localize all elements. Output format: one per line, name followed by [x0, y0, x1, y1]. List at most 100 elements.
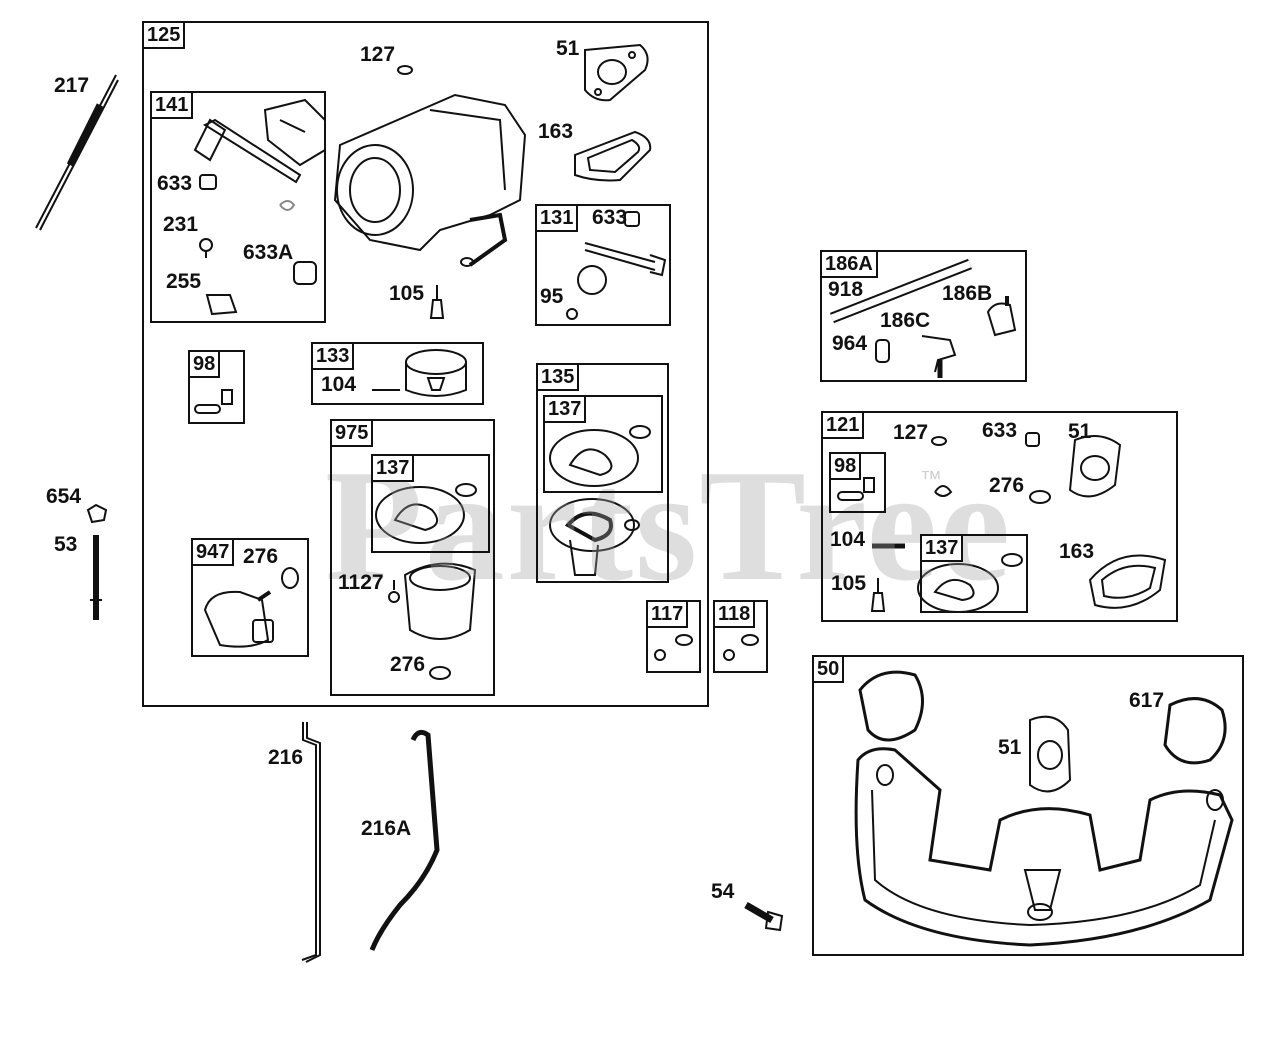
part-label-53: 53: [54, 533, 78, 556]
frame-label: 137: [545, 397, 587, 423]
frame-label: 975: [332, 421, 374, 447]
frame-label: 186A: [822, 252, 878, 278]
part-label-633: 633: [592, 206, 628, 229]
part-label-186C: 186C: [880, 309, 931, 332]
frame-label: 137: [922, 536, 964, 562]
part-label-51: 51: [998, 736, 1022, 759]
carburetor-part: [333, 93, 527, 267]
screw-95-part: [566, 308, 578, 320]
jet-105-part: [429, 285, 445, 319]
frame-975: 975: [330, 419, 495, 696]
gasket-51-part: [584, 43, 649, 102]
part-label-163: 163: [1059, 540, 1095, 563]
part-label-104: 104: [830, 528, 866, 551]
intake-manifold-part: [854, 747, 1234, 947]
part-label-276: 276: [989, 474, 1025, 497]
valve-98-part: [194, 389, 233, 414]
frame-125: 125: [142, 21, 709, 707]
gasket-51-121-part: [1068, 435, 1122, 498]
frame-label: 118: [715, 602, 756, 628]
frame-label: 135: [538, 365, 580, 391]
part-label-633: 633: [157, 172, 193, 195]
part-label-255: 255: [166, 270, 202, 293]
jet-105-121-part: [870, 578, 886, 612]
rod-216A-part: [369, 729, 440, 951]
part-label-654: 654: [46, 485, 82, 508]
part-label-633A: 633A: [243, 241, 294, 264]
screw-231-part: [199, 238, 213, 258]
part-label-217: 217: [54, 74, 90, 97]
part-label-216A: 216A: [361, 817, 412, 840]
gasket-163-part: [574, 130, 652, 182]
watermark-trademark: ™: [920, 466, 942, 491]
frame-117: 117: [646, 600, 701, 673]
rod-216-part: [301, 722, 321, 963]
part-label-1127: 1127: [338, 571, 384, 594]
bushing-633-part: [199, 174, 217, 190]
frame-137-in-135: 137: [543, 395, 663, 493]
frame-label: 121: [823, 413, 865, 439]
frame-186A: 186A: [820, 250, 1027, 382]
frame-label: 137: [373, 456, 415, 482]
valve-98-121-part: [837, 477, 875, 501]
spring-217-part: [35, 74, 119, 231]
washer-276-975-part: [429, 666, 451, 680]
part-label-51: 51: [556, 37, 580, 60]
fitting-186B-part: [986, 296, 1017, 337]
frame-947: 947: [191, 538, 309, 657]
screw-1127-part: [388, 580, 400, 603]
fitting-186C-part: [921, 335, 957, 378]
frame-label: 141: [152, 93, 194, 119]
oring-127-121-part: [931, 436, 947, 446]
frame-137-in-975: 137: [371, 454, 490, 553]
part-label-105: 105: [389, 282, 425, 305]
part-label-127: 127: [360, 43, 396, 66]
oring-127-part: [397, 65, 413, 75]
frame-131: 131: [535, 204, 671, 326]
frame-135: 135: [536, 363, 669, 583]
bushing-633-131-part: [624, 211, 640, 227]
frame-141: 141: [150, 91, 326, 323]
bushing-633-121-part: [1025, 432, 1040, 447]
float-part: [405, 349, 467, 397]
frame-50: 50: [812, 655, 1244, 956]
part-label-231: 231: [163, 213, 199, 236]
spring-121-part: [934, 485, 953, 497]
part-label-186B: 186B: [942, 282, 993, 305]
part-label-276: 276: [390, 653, 426, 676]
part-label-918: 918: [828, 278, 864, 301]
frame-98-in-121: 98: [829, 452, 886, 513]
frame-133: 133: [311, 342, 484, 405]
part-label-104: 104: [321, 373, 357, 396]
gasket-617-right-part: [1163, 697, 1227, 765]
gasket-137-975-part: [375, 483, 477, 544]
part-label-617: 617: [1129, 689, 1165, 712]
part-label-964: 964: [832, 332, 868, 355]
frame-label: 98: [831, 454, 862, 480]
part-label-105: 105: [831, 572, 867, 595]
bolt-54-part: [744, 901, 784, 932]
gasket-617-left-part: [858, 670, 924, 742]
frame-label: 125: [144, 23, 186, 49]
part-label-95: 95: [540, 285, 564, 308]
spring-part: [279, 200, 296, 211]
choke-shaft-part: [584, 242, 667, 277]
frame-label: 133: [313, 344, 355, 370]
part-label-276: 276: [243, 545, 279, 568]
part-label-51: 51: [1068, 420, 1092, 443]
tube-964-part: [875, 339, 890, 363]
part-label-633: 633: [982, 419, 1018, 442]
gasket-163-121-part: [1088, 554, 1167, 609]
part-label-216: 216: [268, 746, 304, 769]
frame-label: 117: [648, 602, 689, 628]
frame-label: 50: [814, 657, 845, 683]
screw-118-part: [723, 634, 759, 661]
frame-137-in-121: 137: [920, 534, 1028, 613]
part-label-163: 163: [538, 120, 574, 143]
screw-117-part: [654, 634, 693, 661]
frame-121: 121: [821, 411, 1178, 622]
tube-918-part: [829, 258, 973, 324]
solenoid-947-part: [203, 590, 274, 648]
